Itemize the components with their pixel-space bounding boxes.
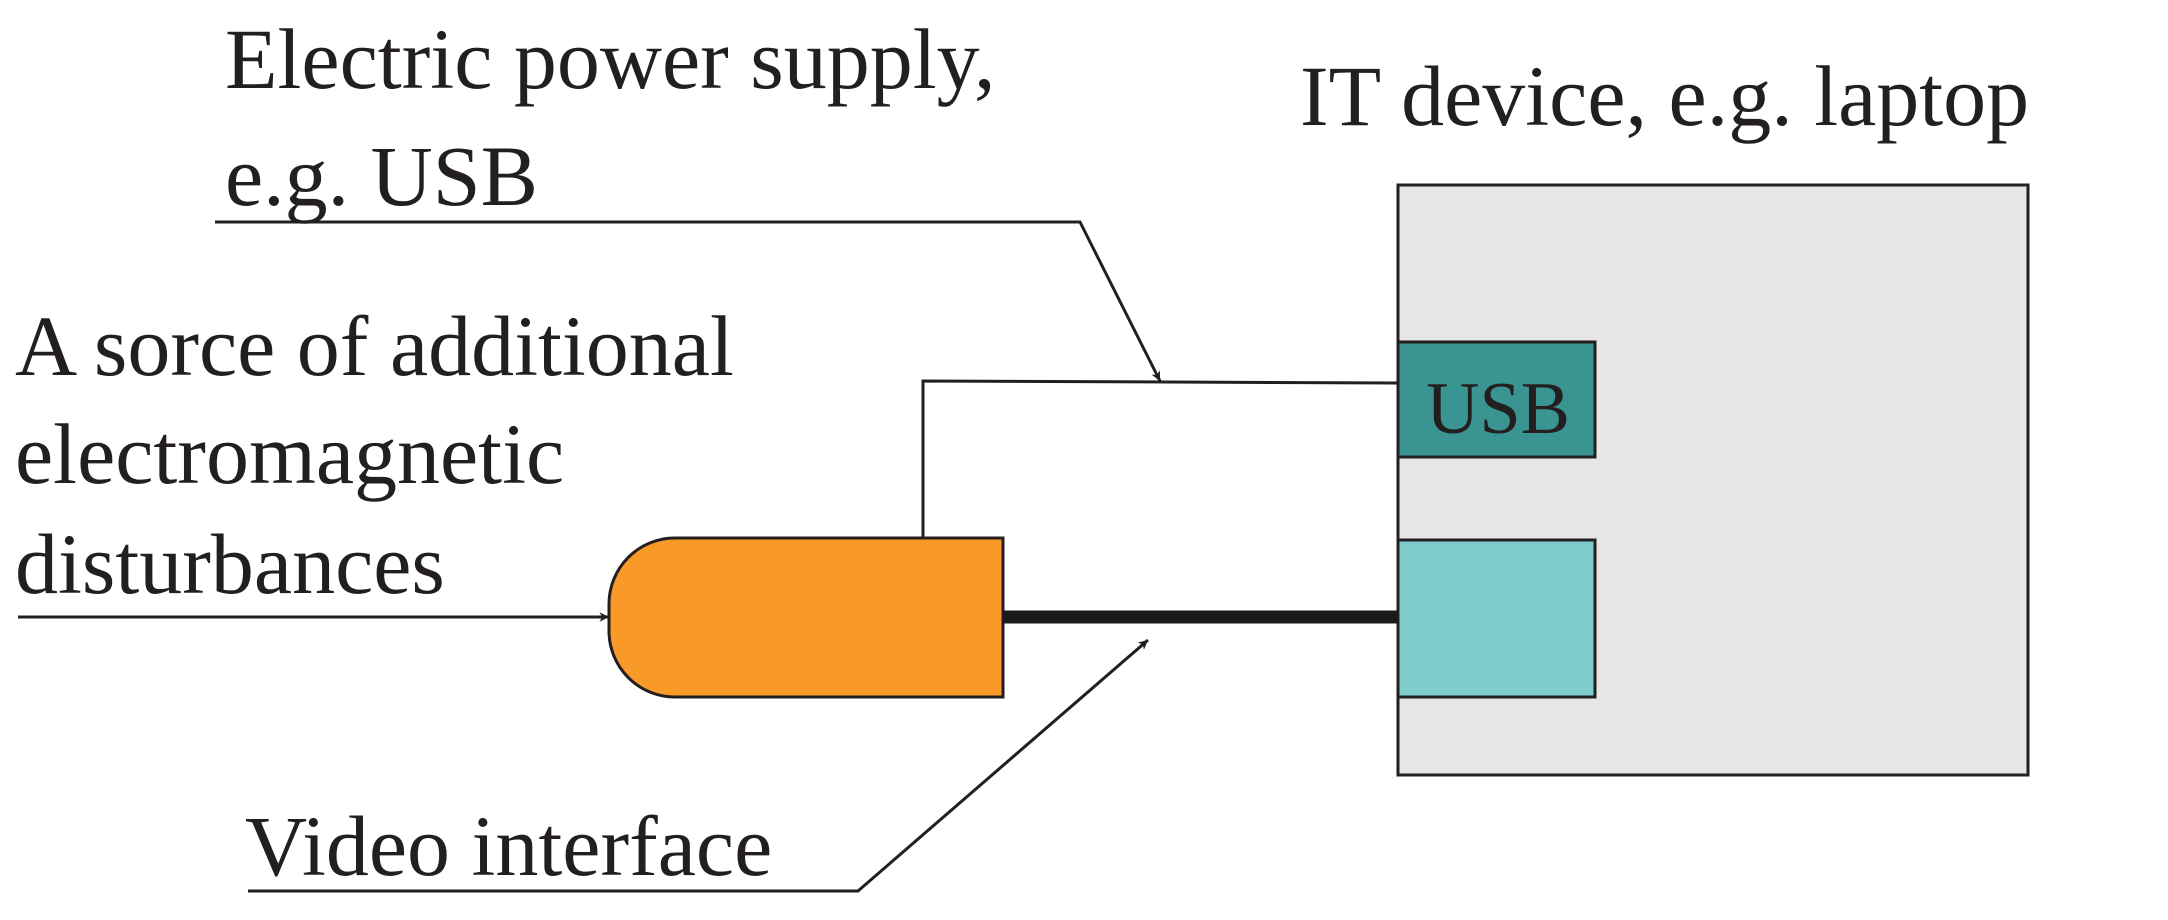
disturbance-source-label-line2: electromagnetic (15, 406, 564, 502)
video-port (1396, 538, 1597, 699)
usb-port-label: USB (1426, 368, 1570, 450)
video-interface-leader-arrow (248, 638, 1149, 893)
disturbance-source-label-line3: disturbances (15, 516, 445, 612)
disturbance-source-block (607, 536, 1005, 699)
power-supply-label-line2: e.g. USB (225, 128, 538, 224)
power-cable (921, 379, 1399, 538)
disturbance-source-label-line1: A sorce of additional (15, 298, 734, 394)
power-supply-label-line1: Electric power supply, (225, 11, 996, 107)
it-device-label: IT device, e.g. laptop (1300, 48, 2029, 144)
usb-port (1396, 340, 1597, 459)
power-supply-leader-arrow (215, 220, 1162, 382)
video-interface-label: Video interface (245, 798, 772, 894)
